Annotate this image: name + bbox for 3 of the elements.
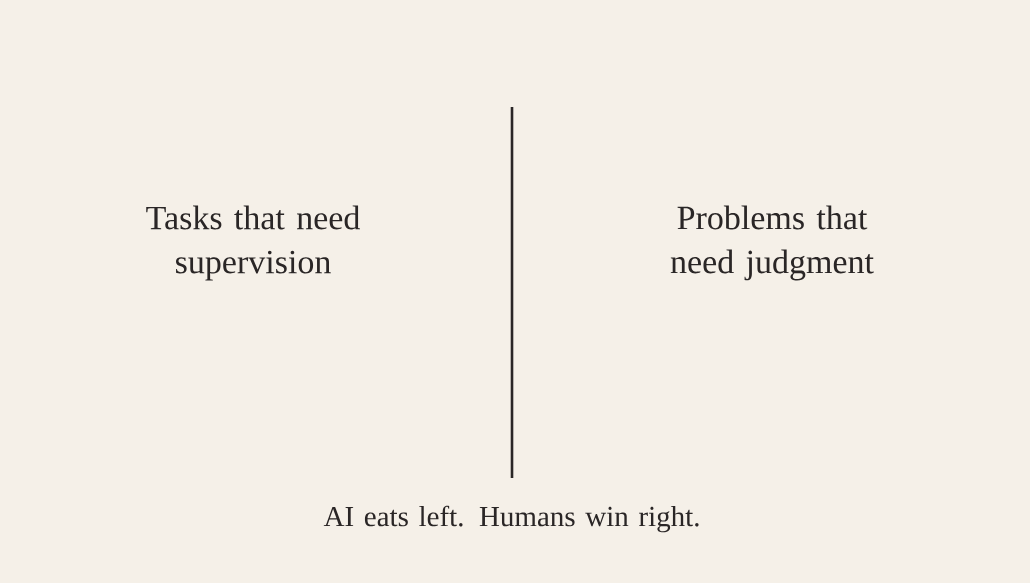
column-heading: Problems that need judgment: [670, 205, 874, 281]
column-heading: Tasks that need supervision: [146, 205, 360, 281]
tagline: AI eats left. Humans win right.: [323, 505, 699, 533]
